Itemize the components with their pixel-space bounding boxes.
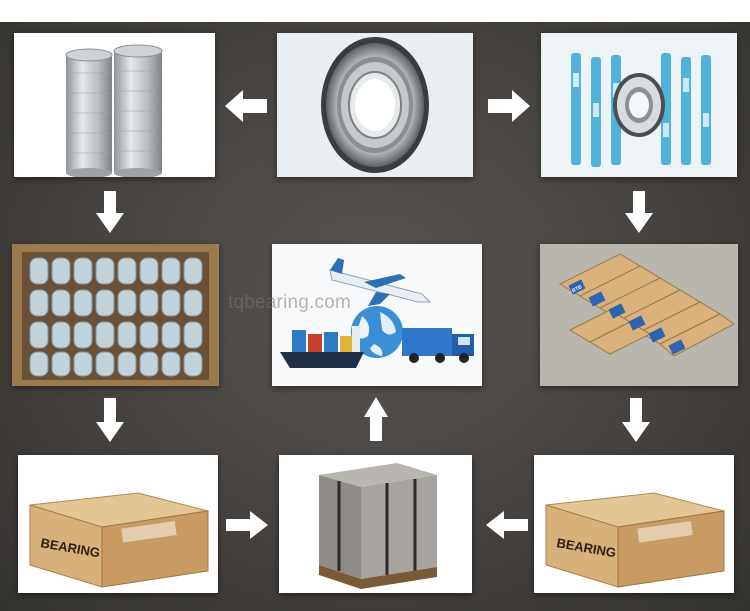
brand-cartons-image: BTB	[540, 244, 738, 386]
shipping-image	[272, 244, 482, 386]
truck-icon	[402, 328, 474, 363]
cargo-ship-icon	[280, 326, 364, 368]
arrow-down-icon	[96, 191, 124, 233]
arrow-down-icon	[622, 398, 650, 442]
tube-packing-image	[571, 53, 711, 167]
panel-bearing-box-left: BEARING	[18, 455, 218, 593]
bearing-box-left-image: BEARING	[29, 492, 209, 588]
watermark-text: tqbearing.com	[228, 292, 352, 313]
arrow-right-icon	[226, 511, 268, 539]
bearing-box-right-image: BEARING	[545, 492, 725, 588]
arrow-down-icon	[96, 398, 124, 442]
carton-brand-label: BTB	[571, 284, 583, 294]
arrow-down-icon	[625, 191, 653, 233]
airplane-icon	[329, 258, 432, 306]
arrow-up-icon	[364, 397, 388, 441]
single-bearing-image	[321, 37, 429, 173]
panel-single-bearing	[277, 33, 473, 177]
panel-bearings-in-carton	[12, 244, 219, 386]
panel-tube-packing	[541, 33, 737, 177]
panel-bearing-stacks	[14, 33, 215, 177]
bearing-stacks-image	[65, 44, 163, 177]
arrow-left-icon	[486, 511, 528, 539]
panel-bearing-box-right: BEARING	[534, 455, 734, 593]
panel-shipping	[272, 244, 482, 386]
panel-pallet	[279, 455, 472, 593]
panel-brand-cartons: BTB	[540, 244, 738, 386]
arrow-right-icon	[488, 90, 530, 122]
bearings-in-carton-image	[12, 244, 219, 386]
globe-icon	[351, 306, 403, 358]
arrow-left-icon	[225, 90, 267, 122]
pallet-image	[319, 463, 437, 589]
